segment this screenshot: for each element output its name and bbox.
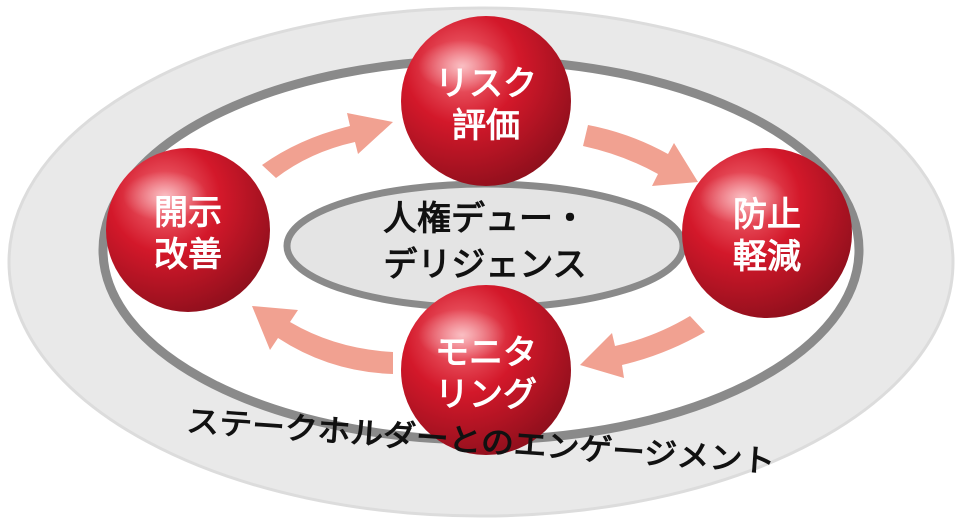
node-risk-shine <box>418 40 506 92</box>
node-monitor-label-line-2: リング <box>435 375 537 415</box>
node-risk-assessment: リスク 評価 <box>401 16 571 186</box>
cycle-arrows <box>252 113 705 378</box>
node-monitor-label-line-1: モニタ <box>435 333 537 373</box>
node-risk-label-line-1: リスク <box>435 64 537 104</box>
node-disclosure-improvement: 開示 改善 <box>106 148 270 312</box>
arrow-improve-to-risk <box>262 113 393 178</box>
node-improve-label-line-2: 改善 <box>154 235 222 275</box>
node-monitoring: モニタ リング <box>401 285 571 455</box>
node-prevent-label-line-2: 軽減 <box>733 237 801 277</box>
node-prevent-shine <box>699 172 787 224</box>
arrow-prevent-to-monitor <box>580 316 705 378</box>
node-risk-label-line-2: 評価 <box>452 106 520 146</box>
node-prevent-label-line-1: 防止 <box>733 195 801 235</box>
node-improve-label-line-1: 開示 <box>154 193 222 233</box>
center-label-line-1: 人権デュー・ <box>383 199 587 239</box>
node-improve-shine <box>123 171 207 221</box>
node-prevention-mitigation: 防止 軽減 <box>682 148 852 318</box>
node-monitor-shine <box>418 309 506 361</box>
arrow-monitor-to-improve <box>252 306 393 374</box>
center-label-line-2: デリジェンス <box>383 245 586 285</box>
arrow-risk-to-prevent <box>583 125 698 186</box>
